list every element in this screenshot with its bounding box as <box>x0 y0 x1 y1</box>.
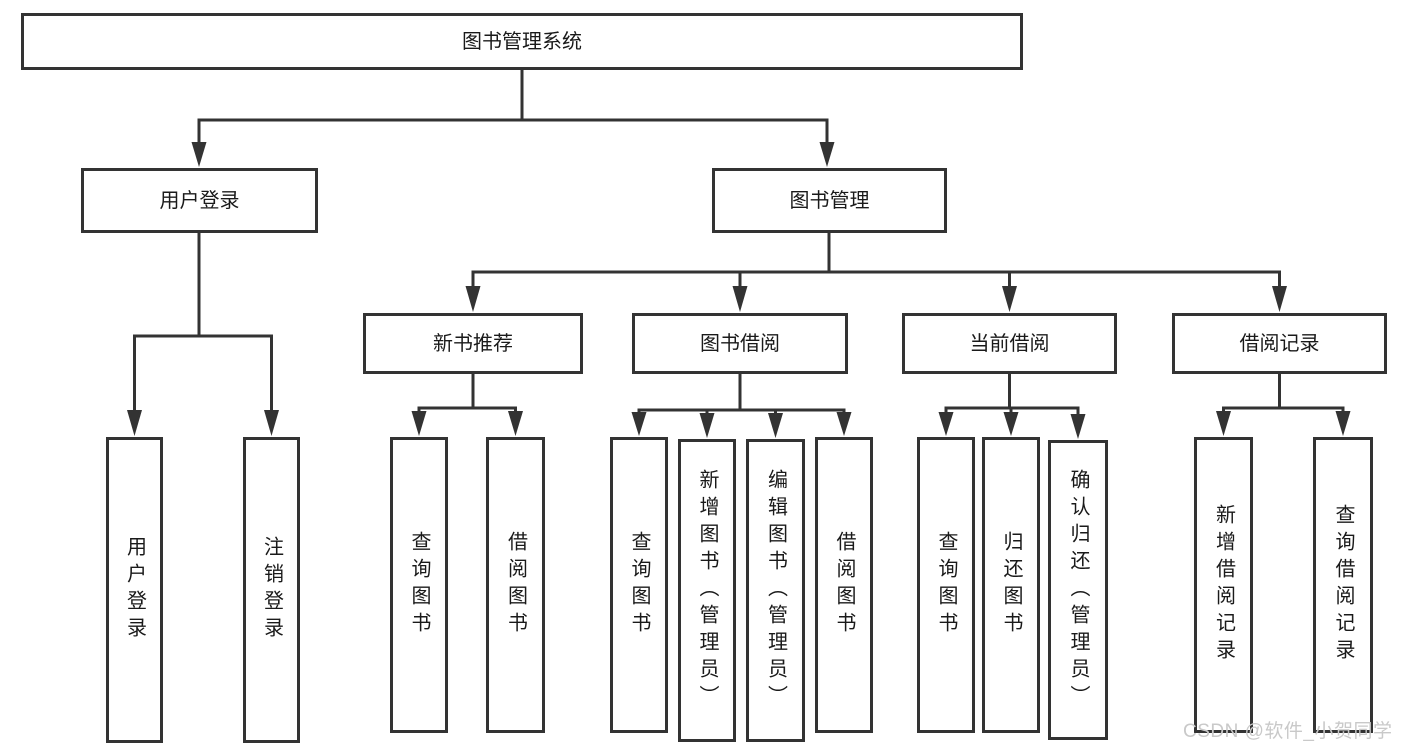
node-nb-query-books-label: 查询图书 <box>408 531 430 639</box>
node-user-login-label: 用户登录 <box>159 189 240 212</box>
node-bb-query-books: 查询图书 <box>610 437 668 733</box>
node-book-borrow: 图书借阅 <box>632 313 848 374</box>
node-borrow-records-label: 借阅记录 <box>1239 332 1320 355</box>
node-new-book-recommend-label: 新书推荐 <box>433 332 513 355</box>
node-book-management-label: 图书管理 <box>789 189 870 212</box>
node-cb-return-books-label: 归还图书 <box>1000 531 1022 639</box>
node-bb-borrow-books: 借阅图书 <box>815 437 873 733</box>
node-borrow-records: 借阅记录 <box>1172 313 1387 374</box>
node-root: 图书管理系统 <box>21 13 1023 70</box>
arrowhead-icons <box>127 142 1351 439</box>
node-bb-add-books-admin-label: 新增图书（管理员） <box>696 469 718 712</box>
node-nb-query-books: 查询图书 <box>390 437 448 733</box>
node-br-query-record-label: 查询借阅记录 <box>1332 504 1354 666</box>
node-cb-return-books: 归还图书 <box>982 437 1040 733</box>
node-root-label: 图书管理系统 <box>462 30 582 53</box>
node-br-add-record-label: 新增借阅记录 <box>1212 504 1235 666</box>
node-logout: 注销登录 <box>243 437 300 743</box>
node-bb-edit-books-admin-label: 编辑图书（管理员） <box>764 469 787 712</box>
node-new-book-recommend: 新书推荐 <box>363 313 583 374</box>
node-bb-add-books-admin: 新增图书（管理员） <box>678 439 736 742</box>
node-nb-borrow-books: 借阅图书 <box>486 437 545 733</box>
node-cb-confirm-return-admin-label: 确认归还（管理员） <box>1067 468 1089 712</box>
node-book-borrow-label: 图书借阅 <box>700 332 780 355</box>
csdn-watermark: CSDN @软件_小贺同学 <box>1183 721 1393 742</box>
node-br-add-record: 新增借阅记录 <box>1194 437 1253 733</box>
node-nb-borrow-books-label: 借阅图书 <box>504 531 527 639</box>
node-user-login: 用户登录 <box>81 168 318 233</box>
node-current-borrow-label: 当前借阅 <box>969 332 1050 355</box>
node-bb-edit-books-admin: 编辑图书（管理员） <box>746 439 805 742</box>
node-user-login-leaf-label: 用户登录 <box>123 536 146 644</box>
node-cb-query-books: 查询图书 <box>917 437 975 733</box>
node-cb-confirm-return-admin: 确认归还（管理员） <box>1048 440 1108 740</box>
node-logout-label: 注销登录 <box>260 536 283 644</box>
node-cb-query-books-label: 查询图书 <box>935 531 957 639</box>
node-book-management: 图书管理 <box>712 168 947 233</box>
node-current-borrow: 当前借阅 <box>902 313 1117 374</box>
node-br-query-record: 查询借阅记录 <box>1313 437 1373 733</box>
node-bb-borrow-books-label: 借阅图书 <box>833 531 855 639</box>
node-user-login-leaf: 用户登录 <box>106 437 163 743</box>
node-bb-query-books-label: 查询图书 <box>628 531 650 639</box>
